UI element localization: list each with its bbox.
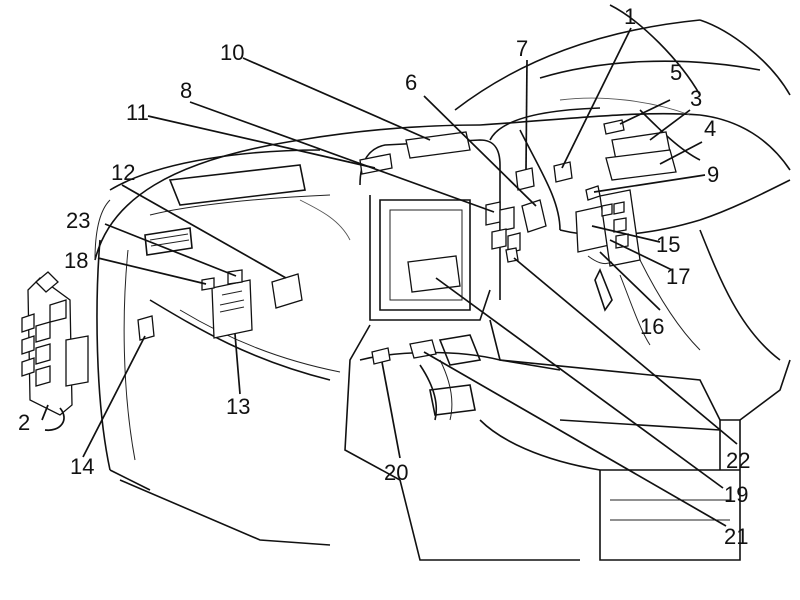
callout-11: 11	[126, 100, 149, 125]
ecu-19	[407, 255, 461, 293]
callout-labels: 1 2 3 4 5 6 7 8 9 10 11 12 13 14 15 16 1…	[18, 4, 750, 549]
callout-8: 8	[180, 78, 192, 103]
relay-18	[201, 277, 215, 291]
callout-20: 20	[384, 460, 408, 485]
callout-5: 5	[670, 60, 682, 85]
callout-13: 13	[226, 394, 250, 419]
relay-7	[515, 167, 535, 191]
relay-9	[585, 185, 601, 201]
junction-block-left	[21, 271, 89, 416]
leader-lines	[41, 27, 738, 527]
module-11	[359, 153, 393, 175]
callout-9: 9	[707, 162, 719, 187]
relay-21	[409, 339, 437, 359]
callout-4: 4	[704, 116, 716, 141]
relay-23	[227, 269, 243, 285]
callout-6: 6	[405, 70, 417, 95]
vehicle-interior-outline	[94, 4, 791, 561]
junction-block-right	[575, 189, 641, 267]
callout-14: 14	[70, 454, 94, 479]
center-relays	[485, 201, 521, 254]
relay-5	[603, 119, 625, 135]
relay-20	[371, 347, 391, 365]
ecu-13	[211, 279, 253, 339]
callout-18: 18	[64, 248, 88, 273]
callout-21: 21	[724, 524, 748, 549]
components	[21, 119, 677, 416]
callout-22: 22	[726, 448, 750, 473]
callout-19: 19	[724, 482, 748, 507]
callout-23: 23	[66, 208, 90, 233]
callout-1: 1	[624, 4, 636, 29]
relay-14	[137, 315, 155, 341]
ecu-12	[271, 273, 303, 309]
modules-3-4	[605, 131, 677, 181]
callout-12: 12	[111, 160, 135, 185]
callout-10: 10	[220, 40, 244, 65]
module-10	[405, 131, 471, 159]
ecu-6	[521, 199, 547, 233]
callout-2: 2	[18, 410, 30, 435]
callout-3: 3	[690, 86, 702, 111]
callout-15: 15	[656, 232, 680, 257]
callout-16: 16	[640, 314, 664, 339]
callout-17: 17	[666, 264, 690, 289]
callout-7: 7	[516, 36, 528, 61]
